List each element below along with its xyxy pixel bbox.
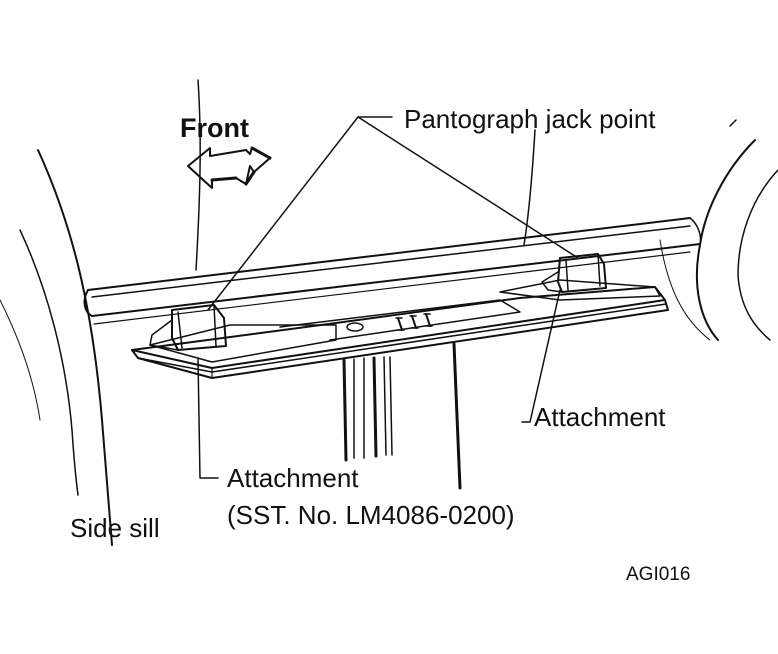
right-wheel: [659, 139, 778, 341]
side-sill-label: Side sill: [70, 513, 160, 543]
jack-post: [342, 342, 462, 490]
jack-point-label: Pantograph jack point: [404, 104, 656, 134]
attachment-plate: [131, 286, 669, 379]
front-label: Front: [180, 113, 249, 143]
front-arrow: [187, 146, 272, 189]
attachment-left-label: Attachment: [227, 463, 359, 493]
leader-lines: [197, 116, 737, 479]
attachment-right-label: Attachment: [534, 402, 666, 432]
body-lines: [195, 79, 536, 271]
left-jack-pad: [149, 304, 337, 363]
sst-number-label: (SST. No. LM4086-0200): [227, 500, 515, 530]
right-jack-pad: [499, 253, 661, 301]
figure-code-label: AGI016: [626, 564, 690, 585]
left-wheel-arch: [0, 149, 113, 546]
